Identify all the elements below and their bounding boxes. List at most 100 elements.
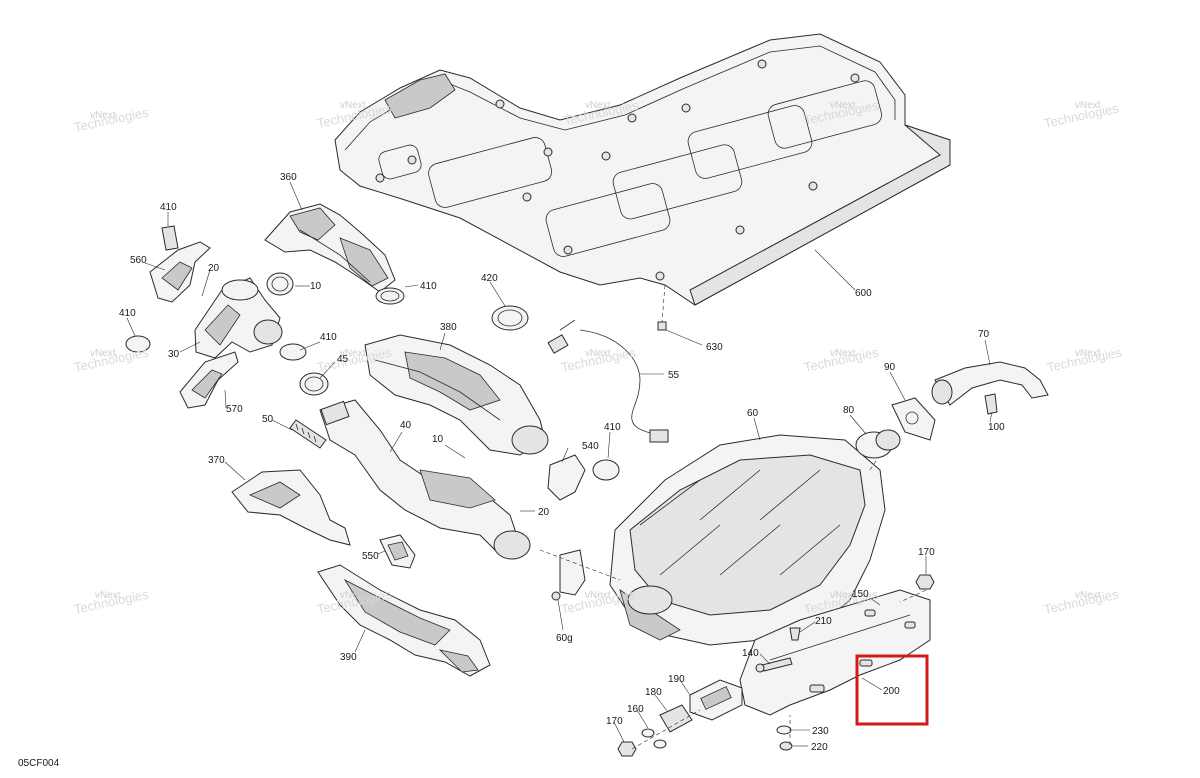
callout-410: 410 xyxy=(119,308,136,319)
callout-220: 220 xyxy=(811,742,828,753)
gasket-90 xyxy=(891,397,936,441)
shield-560 xyxy=(149,241,211,303)
exhaust-manifold-30 xyxy=(194,277,283,359)
callout-410: 410 xyxy=(604,422,621,433)
sleeve-80 xyxy=(855,429,901,459)
callout-10: 10 xyxy=(310,281,322,292)
watermark-text: vNext xyxy=(90,110,116,121)
callout-60g: 60g xyxy=(556,633,573,644)
pipe-40 xyxy=(319,399,531,560)
skid-plate xyxy=(334,33,951,306)
callout-100: 100 xyxy=(988,422,1005,433)
callout-370: 370 xyxy=(208,455,225,466)
callout-230: 230 xyxy=(812,726,829,737)
muffler-60 xyxy=(609,434,886,646)
clamp-410-mid xyxy=(279,343,307,361)
gasket-10-ring xyxy=(266,272,294,296)
watermark-text: vNext xyxy=(585,590,611,601)
washer-230 xyxy=(776,725,792,735)
callout-380: 380 xyxy=(440,322,457,333)
clamp-420 xyxy=(491,305,529,331)
sleeve-410-small xyxy=(161,225,179,251)
callout-20: 20 xyxy=(538,507,550,518)
callout-50: 50 xyxy=(262,414,274,425)
callout-360: 360 xyxy=(280,172,297,183)
shield-370 xyxy=(231,469,351,546)
callout-410: 410 xyxy=(320,332,337,343)
callout-45: 45 xyxy=(337,354,349,365)
clamp-410-left xyxy=(125,335,151,353)
spring-50 xyxy=(289,419,327,449)
callout-200: 200 xyxy=(883,686,900,697)
callout-20: 20 xyxy=(208,263,220,274)
callout-140: 140 xyxy=(742,648,759,659)
shield-540 xyxy=(547,454,586,501)
highlight-box-200 xyxy=(855,654,929,726)
watermark-text: vNext xyxy=(340,100,366,111)
callout-540: 540 xyxy=(582,441,599,452)
callout-600: 600 xyxy=(855,288,872,299)
clamp-410-right xyxy=(592,459,620,481)
isolator-180 xyxy=(659,704,693,733)
watermark-text: vNext xyxy=(830,590,856,601)
callout-560: 560 xyxy=(130,255,147,266)
callout-80: 80 xyxy=(843,405,855,416)
callout-550: 550 xyxy=(362,551,379,562)
callout-210: 210 xyxy=(815,616,832,627)
callout-90: 90 xyxy=(884,362,896,373)
callout-labels: 600 630 360 410 560 20 10 410 410 30 410… xyxy=(119,172,1005,753)
leader-lines xyxy=(126,181,993,747)
callout-170: 170 xyxy=(918,547,935,558)
callout-40: 40 xyxy=(400,420,412,431)
shield-570 xyxy=(179,351,239,409)
callout-10: 10 xyxy=(432,434,444,445)
watermark-text: vNext xyxy=(90,348,116,359)
callout-410: 410 xyxy=(160,202,177,213)
callout-170: 170 xyxy=(606,716,623,727)
washer-160 xyxy=(641,728,667,749)
diagram-code: 05CF004 xyxy=(18,758,60,769)
watermark-text: vNext xyxy=(1075,348,1101,359)
bolt-210 xyxy=(789,627,801,641)
bracket-200 xyxy=(739,589,931,716)
watermark-text: vNext xyxy=(1075,100,1101,111)
tailpipe-70 xyxy=(931,361,1049,406)
watermark-text: vNext xyxy=(830,100,856,111)
skid-plate-bolt-holes xyxy=(375,59,860,281)
grommet-190 xyxy=(689,679,743,721)
callout-180: 180 xyxy=(645,687,662,698)
watermark-text: vNext xyxy=(340,348,366,359)
catalyst-380 xyxy=(364,334,549,456)
callout-60: 60 xyxy=(747,408,759,419)
callout-630: 630 xyxy=(706,342,723,353)
callout-410: 410 xyxy=(420,281,437,292)
watermark-text: Technologies xyxy=(73,104,151,135)
watermark-text: vNext xyxy=(585,348,611,359)
shield-390 xyxy=(317,564,491,677)
bolt-630 xyxy=(657,284,667,331)
callout-70: 70 xyxy=(978,329,990,340)
callout-55: 55 xyxy=(668,370,680,381)
heat-shield-360 xyxy=(264,203,396,293)
nut-170-lower xyxy=(617,741,637,757)
clamp-410-top xyxy=(375,287,405,305)
clamp-60g xyxy=(551,549,586,601)
watermark-text: vNext xyxy=(95,590,121,601)
gasket-45 xyxy=(299,372,329,396)
bolt-140 xyxy=(755,657,793,673)
callout-190: 190 xyxy=(668,674,685,685)
bolt-100 xyxy=(984,393,998,415)
nut-220 xyxy=(779,741,793,751)
callout-420: 420 xyxy=(481,273,498,284)
callout-30: 30 xyxy=(168,349,180,360)
callout-570: 570 xyxy=(226,404,243,415)
watermark-text: vNext xyxy=(585,100,611,111)
shield-550 xyxy=(379,534,416,569)
o2-sensor-55 xyxy=(547,319,669,443)
watermark-text: vNext xyxy=(830,348,856,359)
callout-390: 390 xyxy=(340,652,357,663)
callout-150: 150 xyxy=(852,589,869,600)
callout-160: 160 xyxy=(627,704,644,715)
watermark-text: vNext xyxy=(1075,590,1101,601)
